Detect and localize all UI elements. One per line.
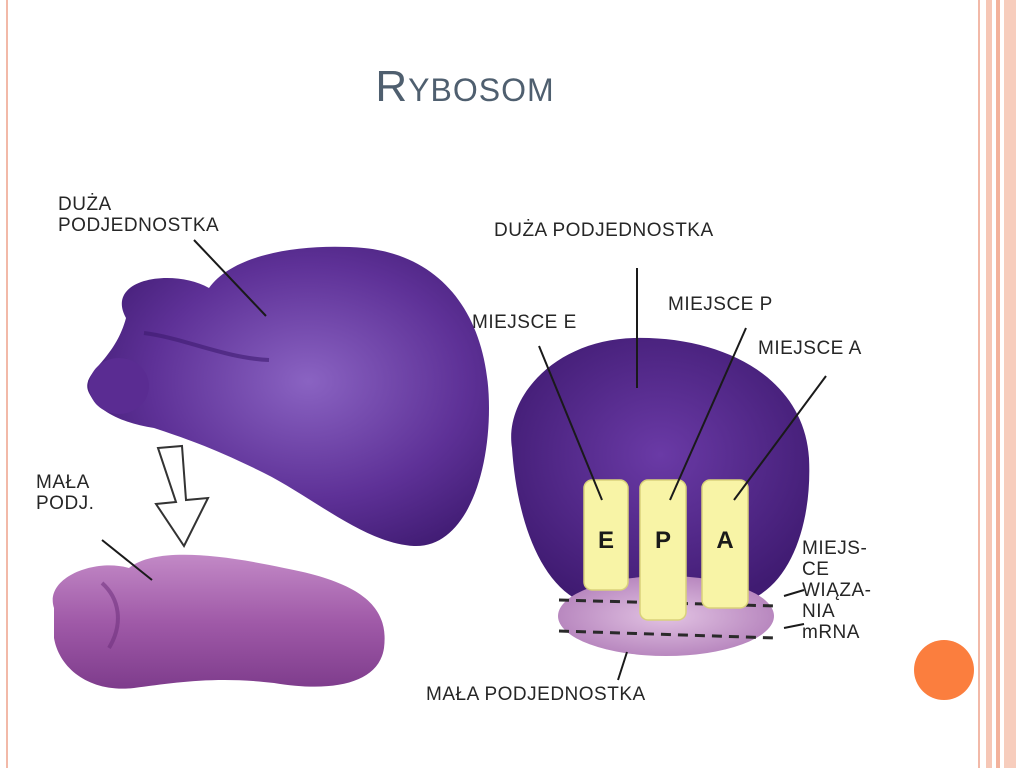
site-p-letter: P xyxy=(655,527,671,554)
assembly-arrow-icon xyxy=(154,444,210,548)
site-a-letter: A xyxy=(716,527,733,554)
leader-large-left xyxy=(193,239,267,317)
leader-small-right xyxy=(617,651,628,681)
leader-mrna-2 xyxy=(783,623,805,629)
site-e-box: E xyxy=(583,479,629,591)
label-mrna-binding-site: MIEJS- CE WIĄZA- NIA mRNA xyxy=(802,538,872,643)
leader-mrna-1 xyxy=(783,589,805,597)
label-large-subunit-right: DUŻA PODJEDNOSTKA xyxy=(494,220,714,241)
side-stripe-1 xyxy=(986,0,992,768)
label-small-subunit-right: MAŁA PODJEDNOSTKA xyxy=(426,684,646,705)
ribosome-illustration: E P A xyxy=(52,239,827,689)
slide-title: RYBOSOM xyxy=(375,62,555,111)
leader-small-left xyxy=(101,539,153,581)
slide-frame xyxy=(6,0,980,768)
label-site-e: MIEJSCE E xyxy=(472,312,577,333)
leader-site-p xyxy=(669,327,747,501)
label-large-subunit-left: DUŻA PODJEDNOSTKA xyxy=(58,194,220,236)
label-small-subunit-left: MAŁA PODJ. xyxy=(36,472,95,514)
label-site-p: MIEJSCE P xyxy=(668,294,773,315)
site-a-box: A xyxy=(701,479,749,609)
leader-site-a xyxy=(733,375,827,501)
ribosome-diagram: E P A DUŻA PODJEDNOSTKA MAŁA PODJ. xyxy=(34,128,904,752)
leader-site-e xyxy=(538,345,603,501)
side-stripe-3 xyxy=(1004,0,1016,768)
label-site-a: MIEJSCE A xyxy=(758,338,862,359)
large-subunit-left-shape xyxy=(87,246,490,547)
site-e-letter: E xyxy=(598,527,614,554)
side-stripe-2 xyxy=(996,0,1000,768)
leader-lines xyxy=(101,239,827,681)
small-subunit-left-shape xyxy=(52,554,385,689)
accent-circle xyxy=(914,640,974,700)
site-p-box: P xyxy=(639,479,687,621)
